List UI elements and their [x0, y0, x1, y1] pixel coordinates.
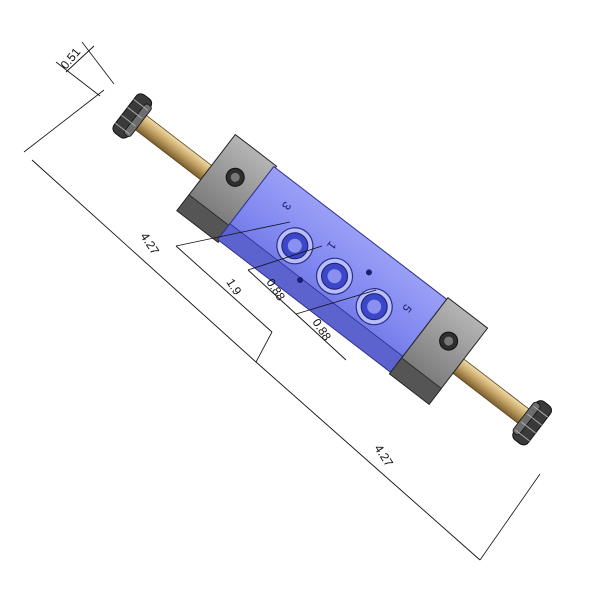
pilot-hole — [365, 269, 372, 276]
left-end-block — [176, 133, 278, 244]
extension-line — [295, 289, 377, 315]
dimension-line-overall-left — [31, 159, 257, 363]
dimension-line-pitch-2 — [295, 313, 347, 361]
dimension-line-overall-right — [255, 361, 481, 561]
extension-line — [55, 61, 101, 97]
dimension-overall-right: 4.27 — [371, 442, 396, 469]
dimension-overall-left: 4.27 — [137, 230, 162, 257]
dimension-line-port-offset — [175, 245, 273, 333]
extension-line — [23, 89, 105, 153]
pilot-hole — [297, 277, 304, 284]
extension-line — [175, 221, 291, 247]
left-end-cap — [112, 93, 153, 139]
dimension-line-cap — [65, 45, 95, 73]
right-end-cap — [512, 400, 552, 446]
dimension-cap-width: 0.51 — [58, 45, 84, 72]
dimension-line-pitch-1 — [247, 269, 297, 315]
extension-line — [81, 41, 115, 85]
port-3 — [276, 227, 314, 265]
port-5 — [355, 288, 393, 326]
extension-line — [247, 245, 323, 271]
valve-assembly: 3 1 5 — [112, 93, 552, 446]
dimension-port-offset: 1.9 — [223, 276, 244, 298]
port-1 — [315, 257, 354, 295]
dimension-annotations: 0.51 4.27 1.9 0.88 0.88 4.27 — [23, 41, 541, 561]
extension-line — [479, 473, 541, 561]
right-end-block — [388, 296, 489, 405]
extension-line — [255, 331, 273, 363]
